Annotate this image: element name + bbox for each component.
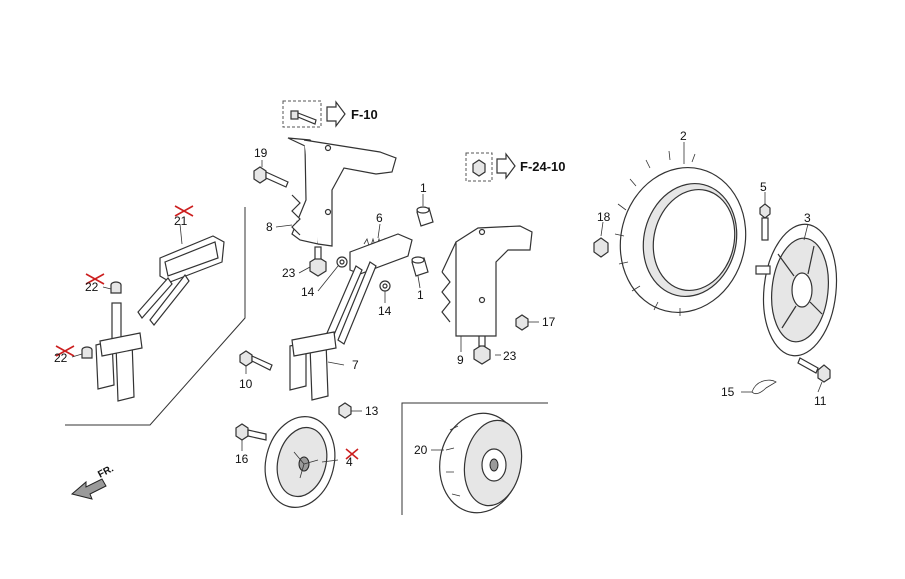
callout-4: 4 bbox=[346, 455, 353, 469]
fr-label: FR. bbox=[96, 463, 116, 480]
callout-15: 15 bbox=[721, 385, 735, 399]
leader-lines bbox=[71, 142, 823, 463]
callout-1-upper: 1 bbox=[420, 181, 427, 195]
bottom-inset-frame bbox=[401, 402, 548, 515]
callout-22-upper: 22 bbox=[85, 280, 99, 294]
callout-21: 21 bbox=[174, 214, 188, 228]
left-bracket-assembly bbox=[95, 235, 225, 402]
part-17-nut bbox=[515, 314, 529, 331]
discontinued-mark-22b-icon bbox=[55, 345, 75, 357]
part-22-cap-bottom bbox=[81, 346, 93, 359]
fr-arrow-icon bbox=[70, 478, 107, 500]
part-22-cap-top bbox=[110, 281, 122, 294]
part-13-nut bbox=[338, 402, 352, 419]
ref-arrow-icon bbox=[326, 100, 346, 128]
callout-9: 9 bbox=[457, 353, 464, 367]
ref-arrow-icon bbox=[496, 152, 516, 180]
discontinued-mark-21-icon bbox=[174, 205, 194, 217]
callout-10: 10 bbox=[239, 377, 253, 391]
part-11-bolt bbox=[797, 357, 831, 383]
part-19-bolt bbox=[253, 166, 289, 188]
callout-3: 3 bbox=[804, 211, 811, 225]
callout-14-right: 14 bbox=[378, 304, 392, 318]
callout-20: 20 bbox=[414, 443, 428, 457]
part-18-nut bbox=[593, 237, 609, 258]
left-inset-frame bbox=[65, 207, 246, 426]
callout-8: 8 bbox=[266, 220, 273, 234]
part-8-bracket bbox=[287, 137, 397, 247]
part-16-axle-bolt bbox=[235, 423, 267, 441]
part-23-bolt-left bbox=[309, 246, 327, 277]
callout-5: 5 bbox=[760, 180, 767, 194]
part-1-collar-lower bbox=[411, 256, 429, 277]
callout-19: 19 bbox=[254, 146, 268, 160]
ref-bolt-top bbox=[290, 110, 317, 125]
part-1-collar-upper bbox=[416, 206, 434, 227]
part-20-wheel bbox=[439, 412, 523, 514]
callout-14-left: 14 bbox=[301, 285, 315, 299]
part-2-tire bbox=[614, 150, 747, 316]
part-15-clip bbox=[751, 379, 777, 395]
part-7-arm-assembly bbox=[289, 233, 413, 401]
ref-f24-label: F-24-10 bbox=[520, 159, 566, 174]
ref-nut bbox=[472, 159, 486, 177]
callout-23-left: 23 bbox=[282, 266, 296, 280]
fr-direction-group: FR. bbox=[70, 463, 116, 500]
callout-1-lower: 1 bbox=[417, 288, 424, 302]
callout-11: 11 bbox=[814, 394, 827, 408]
callout-17: 17 bbox=[542, 315, 556, 329]
part-10-bolt bbox=[239, 350, 273, 371]
small-wheel-left bbox=[264, 416, 336, 508]
part-14-washer-right bbox=[379, 280, 391, 292]
discontinued-mark-4-icon bbox=[345, 448, 359, 460]
callout-7: 7 bbox=[352, 358, 359, 372]
callout-18: 18 bbox=[597, 210, 611, 224]
callout-23-right: 23 bbox=[503, 349, 517, 363]
callout-13: 13 bbox=[365, 404, 379, 418]
callout-22-lower: 22 bbox=[54, 351, 68, 365]
callout-6: 6 bbox=[376, 211, 383, 225]
ref-f24-group[interactable]: F-24-10 bbox=[465, 152, 566, 182]
part-9-bracket bbox=[441, 225, 533, 337]
callout-2: 2 bbox=[680, 129, 687, 143]
part-3-hub-plate bbox=[755, 223, 838, 357]
discontinued-mark-22a-icon bbox=[85, 273, 105, 285]
ref-f10-label: F-10 bbox=[351, 107, 378, 122]
part-14-washer-left bbox=[336, 256, 348, 268]
ref-f10-group[interactable]: F-10 bbox=[282, 100, 378, 128]
part-5-stud bbox=[759, 203, 771, 241]
callout-16: 16 bbox=[235, 452, 249, 466]
